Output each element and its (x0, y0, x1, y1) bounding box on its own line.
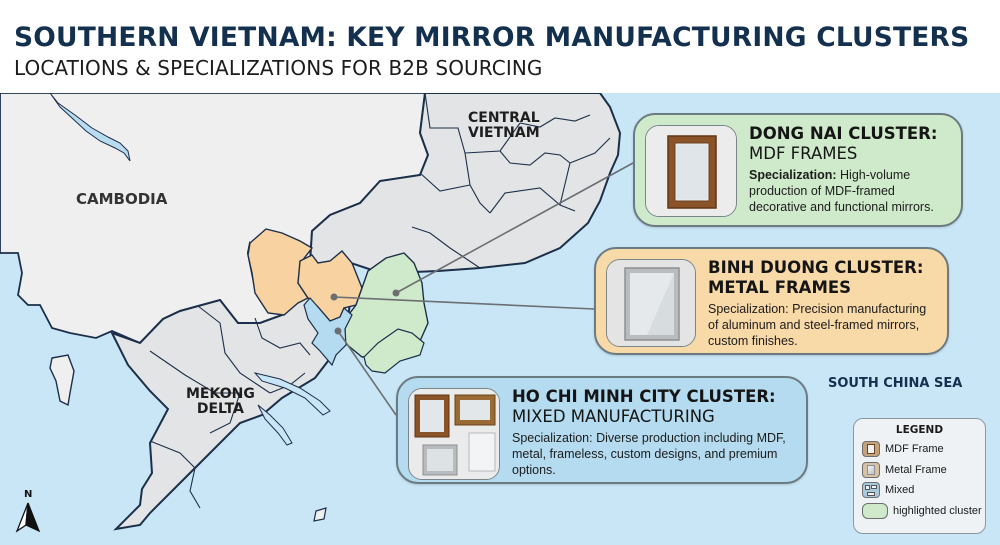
cluster-markers (330, 289, 400, 335)
label-central-line1: CENTRAL (468, 110, 540, 126)
legend-item-highlight: highlighted cluster (862, 501, 982, 522)
mdf-mirror-image (645, 125, 737, 217)
legend-item-metal: Metal Frame (862, 460, 977, 481)
cluster-subtitle: MIXED MANUFACTURING (512, 406, 715, 426)
legend-label: Mixed (885, 484, 915, 497)
legend-label: Metal Frame (885, 463, 947, 476)
mekong-rivers (253, 372, 331, 446)
cluster-card-binh-duong: BINH DUONG CLUSTER: METAL FRAMES Special… (594, 247, 949, 355)
desc-text: Precision manufacturing of aluminum and … (708, 301, 927, 349)
label-mekong-line1: MEKONG (186, 386, 255, 402)
page-title: SOUTHERN VIETNAM: KEY MIRROR MANUFACTURI… (14, 22, 970, 53)
legend-title: LEGEND (895, 424, 944, 436)
desc-text: High-volume production of MDF-framed dec… (749, 167, 934, 215)
mixed-icon (862, 482, 880, 499)
cluster-card-dong-nai: DONG NAI CLUSTER: MDF FRAMES Specializat… (633, 113, 963, 227)
mixed-mirrors-image (408, 388, 500, 480)
label-south-china-sea: SOUTH CHINA SEA (828, 376, 963, 391)
legend-label: highlighted cluster (893, 504, 982, 517)
legend-label: MDF Frame (885, 443, 944, 456)
con-dao-island (313, 507, 327, 522)
tonle-sap-lake (49, 93, 131, 162)
north-arrow: N (14, 489, 44, 539)
desc-label: Specialization: (708, 301, 789, 316)
legend-item-mdf: MDF Frame (862, 439, 977, 460)
label-cambodia: CAMBODIA (76, 190, 168, 208)
label-central-vietnam: CENTRAL VIETNAM (468, 111, 540, 140)
page-subtitle: LOCATIONS & SPECIALIZATIONS FOR B2B SOUR… (14, 56, 543, 80)
metal-mirror-image (606, 259, 696, 347)
legend: LEGEND MDF Frame Metal Frame Mixed highl… (853, 418, 986, 534)
legend-item-mixed: Mixed (862, 480, 977, 501)
leader-lines (333, 162, 634, 416)
metal-frame-icon (862, 461, 880, 478)
cluster-description: Specialization: High-volume production o… (749, 167, 951, 216)
cluster-subtitle: MDF FRAMES (749, 143, 858, 163)
map-base (0, 93, 634, 531)
north-label: N (24, 489, 33, 500)
label-mekong-delta: MEKONG DELTA (186, 387, 255, 416)
label-central-line2: VIETNAM (468, 124, 540, 141)
cluster-card-hcmc: HO CHI MINH CITY CLUSTER: MIXED MANUFACT… (396, 376, 808, 484)
cluster-description: Specialization: Precision manufacturing … (708, 301, 937, 350)
cluster-title: HO CHI MINH CITY CLUSTER: (512, 387, 776, 406)
compass-arrow-icon (15, 502, 41, 533)
hcmc-region-mixed (303, 297, 353, 367)
header: SOUTHERN VIETNAM: KEY MIRROR MANUFACTURI… (0, 0, 1000, 93)
cluster-description: Specialization: Diverse production inclu… (512, 430, 796, 479)
cluster-subtitle: METAL FRAMES (708, 277, 852, 297)
cluster-title: DONG NAI CLUSTER: (749, 124, 938, 143)
map: CAMBODIA CENTRAL VIETNAM MEKONG DELTA SO… (0, 93, 1000, 545)
phu-quoc-island (49, 354, 75, 407)
desc-text: Diverse production including MDF, metal,… (512, 430, 786, 478)
mdf-frame-icon (862, 441, 880, 458)
desc-label: Specialization: (512, 430, 593, 445)
province-borders (149, 93, 611, 509)
highlight-swatch-icon (862, 502, 888, 519)
label-mekong-line2: DELTA (196, 400, 244, 417)
ba-ria-region-mdf (363, 328, 425, 374)
cluster-title: BINH DUONG CLUSTER: (708, 258, 924, 277)
desc-label: Specialization: (749, 167, 837, 182)
